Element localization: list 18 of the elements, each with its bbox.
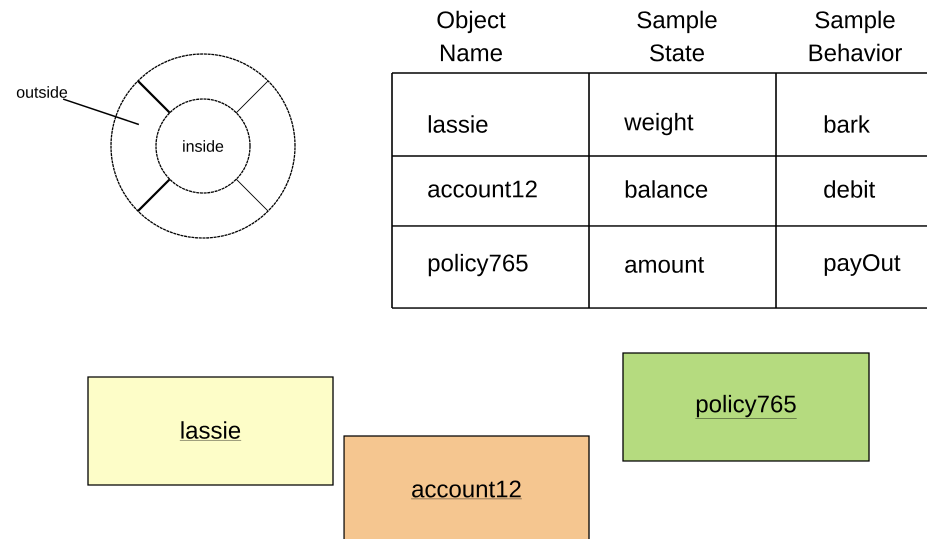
column-header: Sample State (637, 10, 717, 62)
column-header: Sample Behavior (810, 10, 902, 62)
outside-label: outside (16, 86, 68, 98)
table-cell: weight (624, 112, 694, 136)
ring-drawing (110, 53, 296, 239)
table-cell: policy765 (428, 254, 528, 276)
table-cell: lassie (428, 115, 488, 133)
table-cell: account12 (428, 180, 537, 198)
table-cell: bark (824, 115, 870, 133)
object-box: account12 (343, 435, 590, 539)
table-cell: debit (824, 180, 876, 198)
table-cell: payOut (824, 254, 900, 276)
table-cell: amount (625, 257, 704, 273)
object-box: policy765 (622, 352, 870, 462)
object-box: lassie (87, 376, 334, 486)
column-header: Object Name (437, 10, 506, 62)
table-cell: balance (626, 180, 708, 198)
leader-line (62, 98, 140, 126)
